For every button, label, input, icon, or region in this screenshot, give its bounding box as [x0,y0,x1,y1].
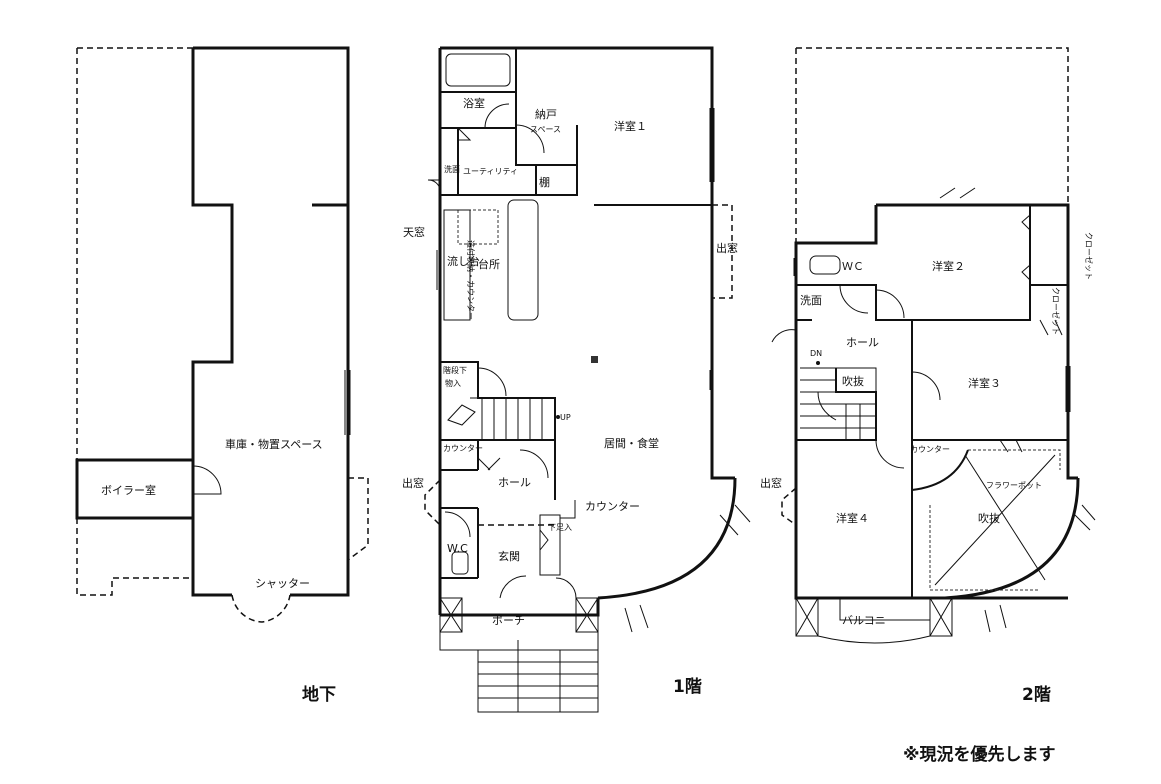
shoe-box-label: 下足入 [548,523,572,532]
second-floor-caption: 2階 [1022,685,1051,705]
second-wc-label: ＷＣ [842,260,864,273]
second-hall-label: ホール [846,336,879,349]
sink-label: 流し台 [447,254,480,268]
closet-2-label: クローゼット [1051,287,1061,335]
stair-up-label: UP [560,413,571,422]
entrance-label: 玄関 [498,549,520,563]
shelf-label: 棚 [539,175,550,189]
small-counter-label: カウンター [443,444,483,453]
second-bay-window-label: 出窓 [760,476,782,490]
second-washroom-label: 洗面 [800,294,822,307]
bath-label: 浴室 [463,96,485,110]
bay-window-left-label: 出窓 [402,476,424,490]
living-dining-label: 居間・食堂 [604,436,659,450]
western-room-4-label: 洋室４ [836,511,869,525]
stair-down-label: DN [810,349,822,358]
basement-plan: 車庫・物置スペース ボイラー室 シャッター [75,46,369,623]
first-hall-label: ホール [498,476,531,489]
bay-window-right-label: 出窓 [716,241,738,255]
counter-label: カウンター [585,500,640,513]
first-wc-label: W.C [447,542,468,555]
built-in-counter-label: 造付収納・カウンター [466,240,476,320]
second-counter-label: カウンター [910,445,950,454]
storage-space-label: スペース [530,125,561,134]
current-state-note: ※現況を優先します [903,744,1056,765]
storage-label: 納戸 [535,108,557,121]
kitchen-label: 台所 [478,257,500,271]
boiler-room-label: ボイラー室 [101,483,156,497]
western-room-2-label: 洋室２ [932,259,965,273]
shutter-label: シャッター [255,577,310,590]
first-floor-caption: 1階 [673,677,702,697]
flower-pot-label: フラワーポット [986,481,1042,490]
first-floor-plan: 浴室 納戸 スペース 洋室１ 洗面 ユーティリティ 棚 天窓 流し台 台所 造付… [402,46,751,713]
western-room-3-label: 洋室３ [968,376,1001,390]
under-stair-storage-label: 物入 [445,378,461,388]
basement-caption: 地下 [302,684,336,705]
balcony-label: バルコニー [842,614,897,627]
washroom-label: 洗面 [444,164,460,174]
under-stair-label: 階段下 [443,365,467,375]
void-2-label: 吹抜 [978,511,1000,525]
second-floor-plan: ＷＣ 洋室２ クローゼット クローゼット 洗面 ホール DN 吹抜 洋室３ カウ… [760,47,1096,644]
garage-label: 車庫・物置スペース [225,437,323,451]
void-1-label: 吹抜 [842,374,864,388]
porch-label: ポーチ [492,614,525,627]
closet-1-label: クローゼット [1084,232,1094,280]
western-room-1-label: 洋室１ [614,119,647,133]
utility-label: ユーティリティ [463,167,518,176]
skylight-label: 天窓 [403,225,425,239]
